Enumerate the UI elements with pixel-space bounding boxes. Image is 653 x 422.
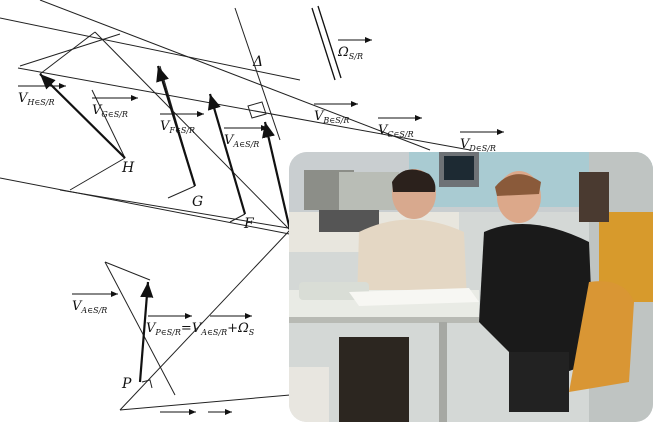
- omega-label: ΩS/R: [337, 45, 363, 61]
- point-h-label: H: [121, 160, 135, 176]
- velocity-vectors: [39, 5, 342, 383]
- velocity-label-c: VC∈S/R: [378, 123, 414, 139]
- velocity-label-b: VB∈S/R: [314, 109, 349, 125]
- delta-label: Δ: [252, 54, 263, 70]
- velocity-label-f: VF∈S/R: [160, 119, 195, 135]
- velocity-label-d: VD∈S/R: [460, 137, 496, 153]
- label-overbars: [18, 37, 504, 415]
- classroom-photo: [289, 152, 653, 422]
- photo-scene: [289, 152, 653, 422]
- point-p-label: P: [121, 376, 132, 392]
- point-g-label: G: [192, 194, 203, 210]
- velocity-label-a: VA∈S/R: [224, 133, 259, 149]
- velocity-label-a2: VA∈S/R: [72, 299, 107, 315]
- velocity-label-h: VH∈S/R: [18, 91, 55, 107]
- formula: VP∈S/R=VA∈S/R+ΩS: [146, 321, 255, 337]
- point-f-label: F: [243, 216, 255, 232]
- velocity-label-g: VG∈S/R: [92, 103, 128, 119]
